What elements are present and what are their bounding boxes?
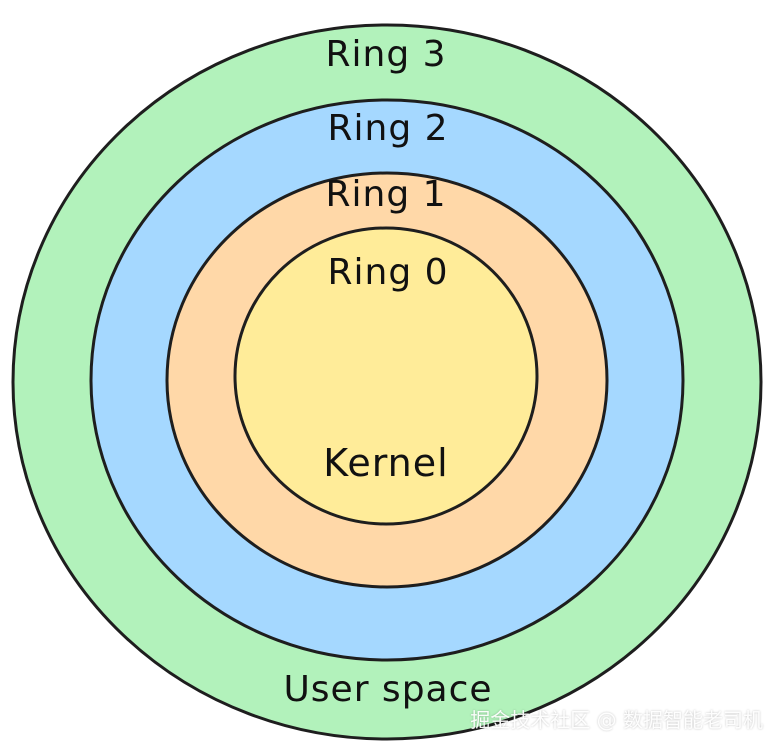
- ring-0-circle: [233, 226, 539, 526]
- user-space-label: User space: [283, 669, 492, 710]
- ring-0-label: Ring 0: [327, 252, 448, 293]
- ring-2-label: Ring 2: [327, 108, 448, 149]
- ring-3-label: Ring 3: [325, 34, 446, 75]
- watermark-text: 掘金技术社区 @ 数据智能老司机: [470, 708, 763, 732]
- kernel-label: Kernel: [323, 441, 448, 485]
- ring-1-label: Ring 1: [325, 174, 446, 215]
